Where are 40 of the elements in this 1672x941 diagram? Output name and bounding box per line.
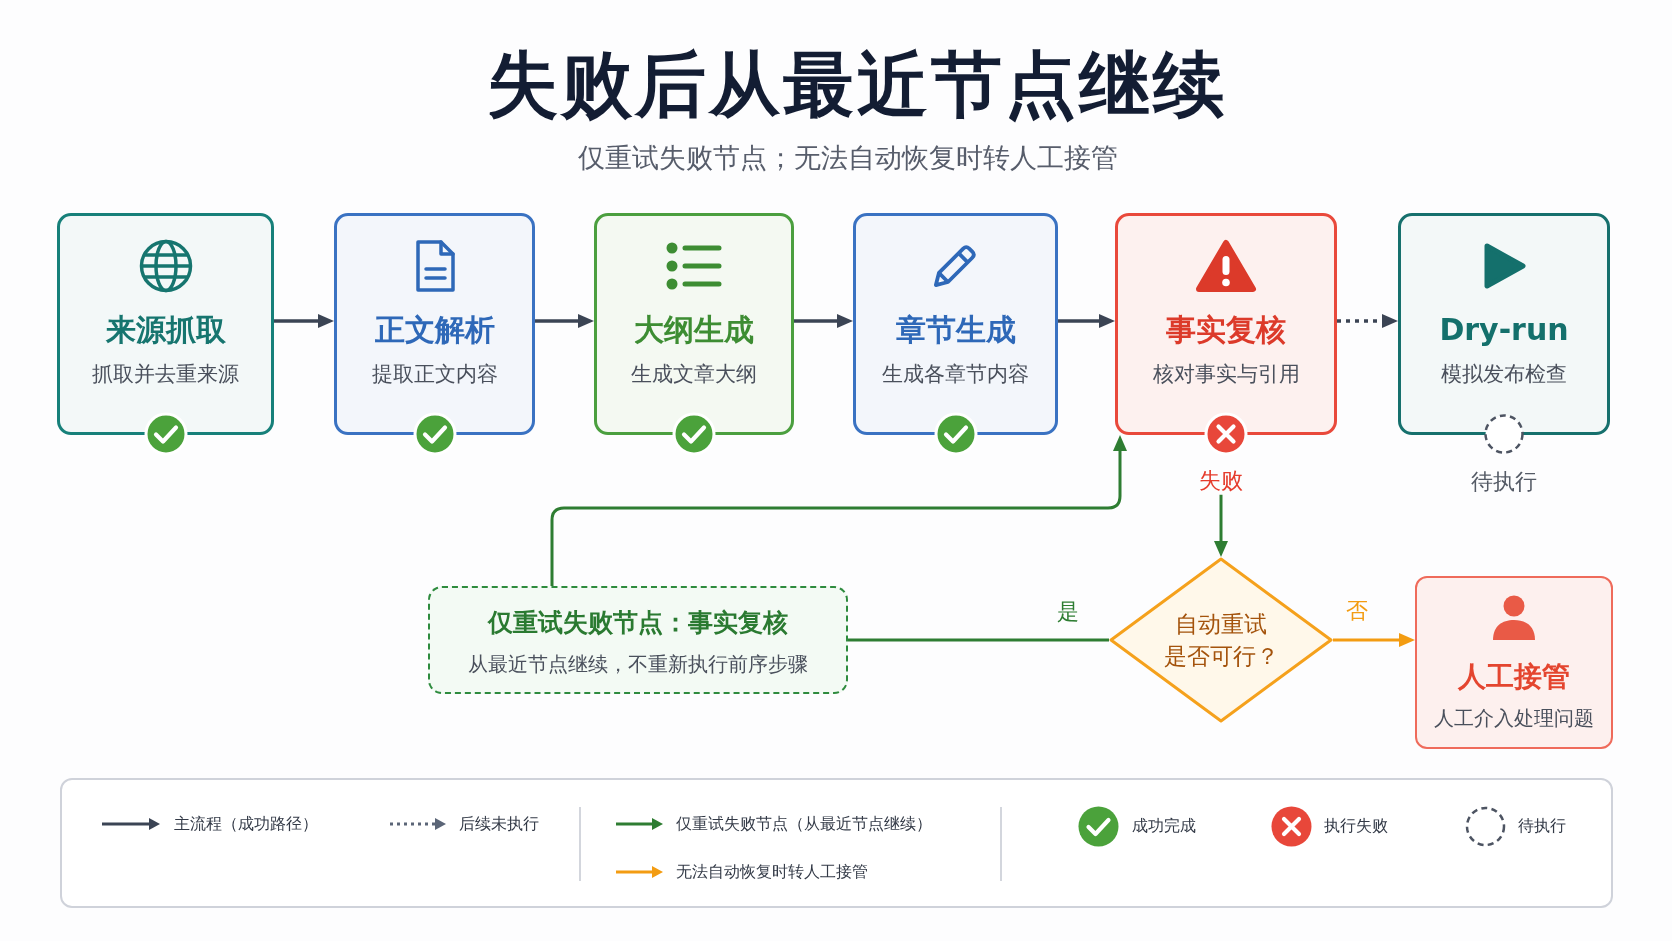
arrow [794, 314, 853, 328]
box-title: 正文解析 [374, 311, 495, 349]
legend-text: 待执行 [1518, 816, 1566, 836]
connector-line [848, 638, 1109, 642]
box-title: 章节生成 [895, 311, 1016, 349]
arrow [274, 314, 334, 328]
title: 失败后从最近节点继续 [487, 41, 1227, 128]
box-title: 大纲生成 [634, 311, 754, 349]
arrow [1058, 314, 1115, 328]
box-description: 抓取并去重来源 [92, 360, 239, 388]
legend-text: 执行失败 [1324, 816, 1388, 836]
status-label: 失败 [1199, 467, 1243, 495]
legend-text: 后续未执行 [459, 814, 539, 834]
box-description: 核对事实与引用 [1152, 360, 1300, 388]
arrow [1214, 494, 1228, 557]
arrow [535, 314, 594, 328]
arrow [550, 435, 1127, 586]
legend-text: 成功完成 [1132, 816, 1196, 836]
decision-text: 自动重试是否可行？ [1163, 609, 1279, 671]
process-box [1415, 576, 1613, 749]
box-title: 人工接管 [1457, 658, 1570, 693]
box-title: Dry-run [1439, 311, 1569, 349]
box-description: 提取正文内容 [371, 360, 498, 388]
box-description: 人工介入处理问题 [1433, 705, 1594, 730]
arrow [1333, 633, 1415, 647]
box-title: 事实复核 [1166, 311, 1286, 349]
status-label: 待执行 [1471, 468, 1537, 496]
legend-text: 主流程（成功路径） [174, 814, 318, 834]
box-title: 仅重试失败节点：事实复核 [487, 606, 788, 639]
box-description: 从最近节点继续，不重新执行前序步骤 [467, 651, 808, 676]
box-description: 模拟发布检查 [1441, 360, 1567, 388]
box-description: 生成各章节内容 [882, 360, 1029, 388]
legend-text: 仅重试失败节点（从最近节点继续） [676, 814, 932, 834]
process-box [428, 586, 848, 694]
box-title: 来源抓取 [105, 311, 226, 349]
arrow [1337, 314, 1398, 328]
subtitle: 仅重试失败节点；无法自动恢复时转人工接管 [578, 141, 1118, 175]
decision-diamond [1109, 557, 1333, 723]
box-description: 生成文章大纲 [631, 360, 757, 388]
legend-text: 无法自动恢复时转人工接管 [676, 862, 868, 882]
